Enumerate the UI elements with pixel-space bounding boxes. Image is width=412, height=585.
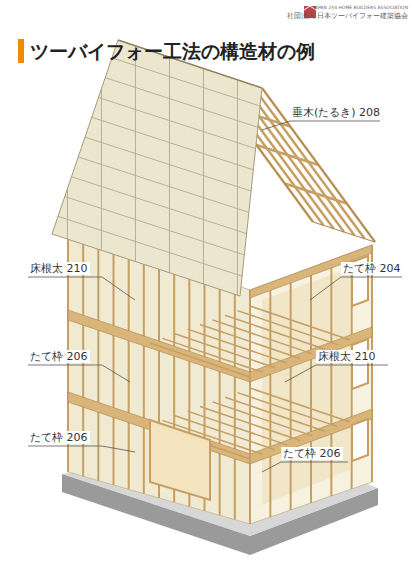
window-opening: [150, 256, 368, 500]
framing-member: [113, 244, 115, 486]
logo-text: JAPAN 2X4 HOME BUILDERS ASSOCIATION: [314, 5, 408, 11]
roof-sheathing: [52, 40, 262, 296]
framing-member: [163, 338, 263, 372]
framing-member: [371, 245, 373, 482]
title-bar: [18, 39, 24, 63]
framing-member: [238, 393, 338, 427]
framing-member: [225, 397, 325, 431]
framing-member: [269, 283, 271, 518]
framing-member: [128, 249, 130, 490]
title: ツーバイフォー工法の構造材の例: [30, 39, 315, 63]
part-label: 垂木(たるき) 208: [290, 106, 382, 119]
framing-member: [310, 268, 312, 504]
framing-member: [285, 184, 347, 204]
framing-member: [143, 254, 145, 494]
part-label: たて枠 206: [28, 350, 90, 363]
framing-member: [97, 238, 99, 480]
part-label: たて枠 204: [341, 262, 403, 275]
part-label: 床根太 210: [316, 350, 378, 363]
framing-member: [250, 306, 350, 340]
framing-member: [200, 325, 300, 359]
part-label: たて枠 206: [28, 431, 90, 444]
framing-member: [238, 311, 338, 345]
framing-member: [213, 402, 313, 436]
part-label: たて枠 206: [281, 447, 343, 460]
framing-member: [249, 290, 251, 524]
framing-member: [250, 388, 350, 422]
framing-member: [188, 329, 288, 363]
framing-member: [330, 260, 332, 496]
framing-member: [175, 334, 275, 368]
framing-member: [234, 285, 236, 520]
leader-line: [28, 121, 402, 472]
logo-text: 社団法人 日本ツーバイフォー建築協会: [287, 12, 408, 21]
part-label: 床根太 210: [28, 262, 90, 275]
framing-member: [249, 290, 251, 524]
framing-member: [200, 407, 300, 441]
framing-member: [213, 320, 313, 354]
framing-member: [290, 275, 292, 510]
framing-member: [257, 145, 319, 165]
gable-wall: [250, 245, 372, 524]
framing-member: [225, 315, 325, 349]
framing-member: [219, 280, 221, 516]
framing-member: [150, 343, 250, 377]
